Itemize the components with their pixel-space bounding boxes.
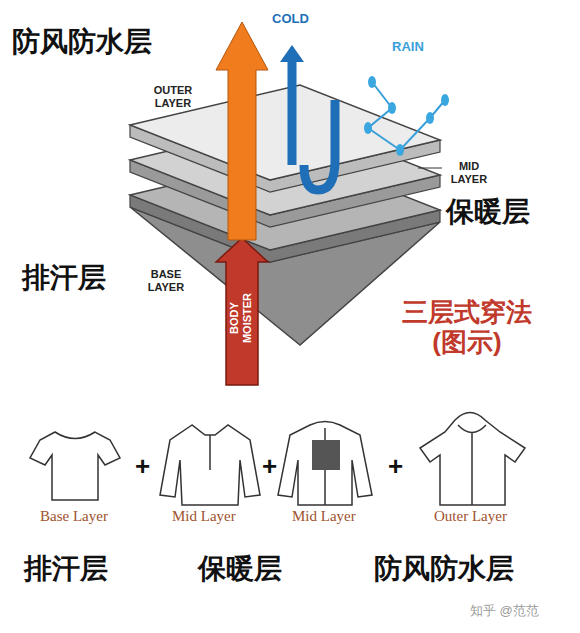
jacket-icon [278, 422, 372, 506]
tshirt-icon [30, 432, 120, 500]
layer-heading: 防风防水层 [12, 26, 152, 58]
cold-u-arrow [304, 100, 335, 190]
rain-path [368, 82, 445, 150]
plus-sign: + [262, 452, 277, 482]
layer-heading: 排汗层 [22, 262, 106, 294]
clothing-caption: Base Layer [40, 508, 108, 525]
layer-heading: 排汗层 [24, 553, 108, 585]
clothing-icons [30, 413, 525, 506]
outer-sheet [130, 85, 440, 180]
cold-arrow-head [280, 45, 304, 62]
plus-sign: + [388, 452, 403, 482]
shell-icon [420, 413, 525, 506]
diagram-title: 三层式穿法 (图示) [392, 298, 542, 358]
fleece-icon [160, 425, 260, 505]
vapour-arrow [216, 22, 268, 240]
layer-heading: 防风防水层 [374, 553, 514, 585]
cold-label: COLD [272, 12, 309, 27]
cold-arrow [288, 60, 297, 165]
clothing-caption: Mid Layer [172, 508, 236, 525]
layer-tag: BASE LAYER [143, 268, 189, 293]
watermark: 知乎 @范范 [470, 604, 539, 619]
rain-drops [364, 76, 449, 156]
layer-heading: 保暖层 [446, 196, 530, 228]
moisture-tag: BODY MOISTER [228, 288, 256, 348]
layer-heading: 保暖层 [198, 553, 282, 585]
plus-sign: + [135, 452, 150, 482]
moisture-arrow [216, 238, 268, 385]
clothing-caption: Outer Layer [434, 508, 507, 525]
layer-tag: OUTER LAYER [148, 84, 198, 109]
layer-tag: MID LAYER [446, 160, 492, 185]
clothing-caption: Mid Layer [292, 508, 356, 525]
leader-line [418, 168, 442, 169]
rain-label: RAIN [392, 40, 424, 55]
